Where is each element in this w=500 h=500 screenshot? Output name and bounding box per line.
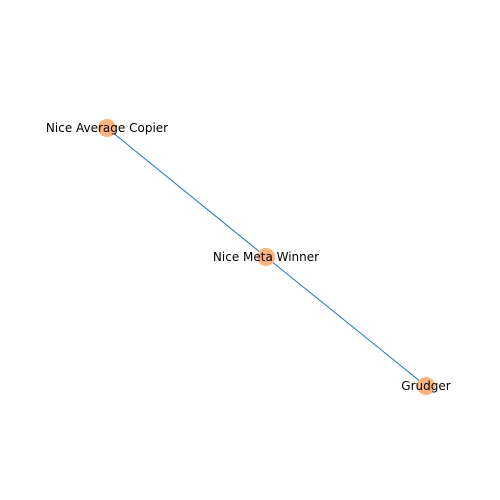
node-grudger (417, 377, 435, 395)
node-nice-meta-winner (257, 248, 275, 266)
node-nice-average-copier (98, 119, 116, 137)
node-label-grudger: Grudger (401, 379, 450, 393)
edge-nice-average-copier-nice-meta-winner (106, 127, 267, 258)
edge-nice-meta-winner-grudger (265, 256, 427, 387)
node-layer (98, 119, 435, 395)
edge-layer (106, 127, 427, 387)
node-label-nice-meta-winner: Nice Meta Winner (213, 250, 319, 264)
node-label-nice-average-copier: Nice Average Copier (46, 121, 168, 135)
